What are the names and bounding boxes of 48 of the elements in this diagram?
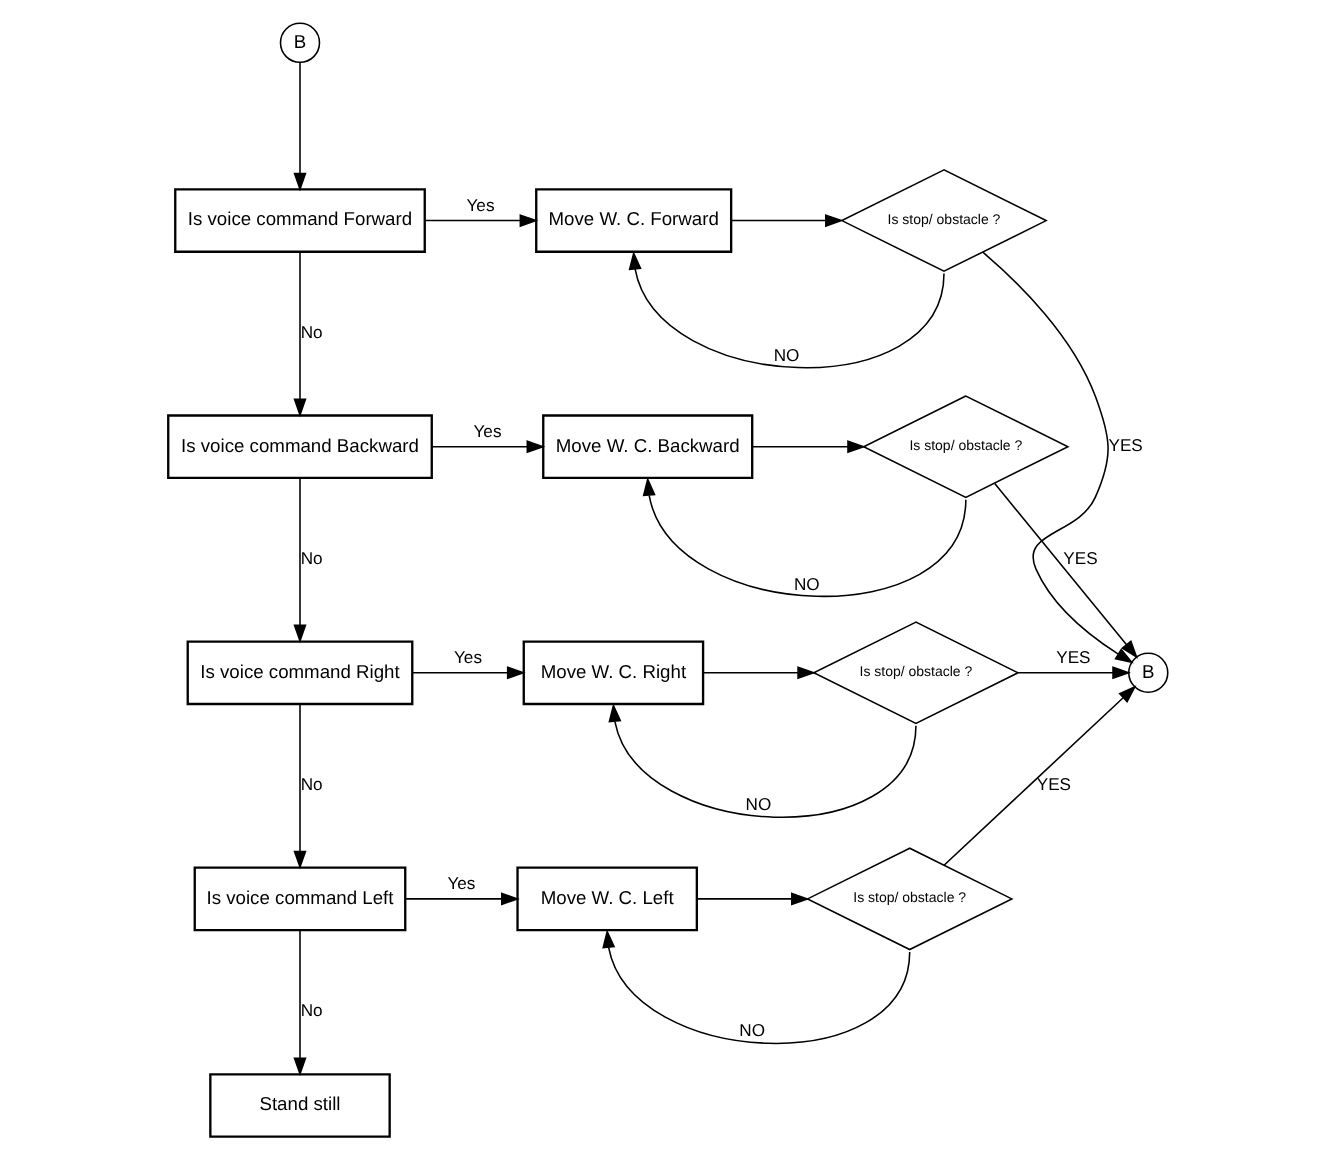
edge-label: NO bbox=[745, 793, 772, 814]
edge-label: YES bbox=[1056, 647, 1091, 668]
arrow bbox=[293, 929, 307, 1077]
arrow bbox=[293, 251, 307, 418]
edge-label: No bbox=[300, 774, 323, 795]
node-box: Is voice command Forward bbox=[174, 188, 426, 253]
node-box: Move W. C. Right bbox=[522, 640, 705, 706]
edge-label: YES bbox=[1108, 435, 1143, 456]
edge-label: Yes bbox=[454, 647, 482, 668]
arrow bbox=[602, 929, 911, 1045]
edge-label: No bbox=[300, 548, 323, 569]
node-box: Move W. C. Left bbox=[516, 866, 698, 932]
arrow bbox=[751, 440, 866, 454]
node-box: Move W. C. Backward bbox=[542, 414, 754, 480]
arrow bbox=[404, 892, 520, 906]
arrow bbox=[993, 482, 1138, 659]
arrow bbox=[293, 703, 307, 870]
arrow bbox=[696, 892, 810, 906]
edge-label: NO bbox=[793, 573, 820, 594]
arrow bbox=[943, 685, 1137, 866]
node-box: Is voice command Left bbox=[193, 866, 407, 932]
arrow bbox=[431, 440, 546, 454]
arrow bbox=[424, 214, 539, 228]
arrow bbox=[1017, 666, 1131, 680]
node-box: Move W. C. Forward bbox=[535, 188, 733, 253]
node-circle: B bbox=[1128, 652, 1169, 694]
edge-label: Yes bbox=[473, 421, 502, 442]
node-box: Is voice command Backward bbox=[167, 414, 433, 480]
arrow bbox=[730, 214, 844, 228]
arrow bbox=[608, 703, 917, 818]
edge-label: Yes bbox=[447, 873, 476, 894]
arrow bbox=[293, 477, 307, 644]
arrow bbox=[642, 477, 967, 597]
edge-label: NO bbox=[773, 344, 800, 365]
edge-label: No bbox=[300, 321, 323, 342]
node-box: Stand still bbox=[209, 1073, 391, 1138]
node-circle: B bbox=[279, 22, 321, 64]
arrow bbox=[628, 250, 945, 369]
edge-label: No bbox=[300, 1000, 323, 1021]
arrow bbox=[293, 61, 307, 192]
edge-label: YES bbox=[1063, 548, 1098, 569]
edge-label: YES bbox=[1036, 774, 1072, 795]
edge-label: NO bbox=[739, 1019, 766, 1040]
arrow bbox=[702, 666, 817, 680]
arrow bbox=[411, 666, 526, 680]
arrow bbox=[982, 251, 1134, 664]
edge-label: Yes bbox=[466, 194, 495, 215]
node-box: Is voice command Right bbox=[186, 640, 414, 706]
